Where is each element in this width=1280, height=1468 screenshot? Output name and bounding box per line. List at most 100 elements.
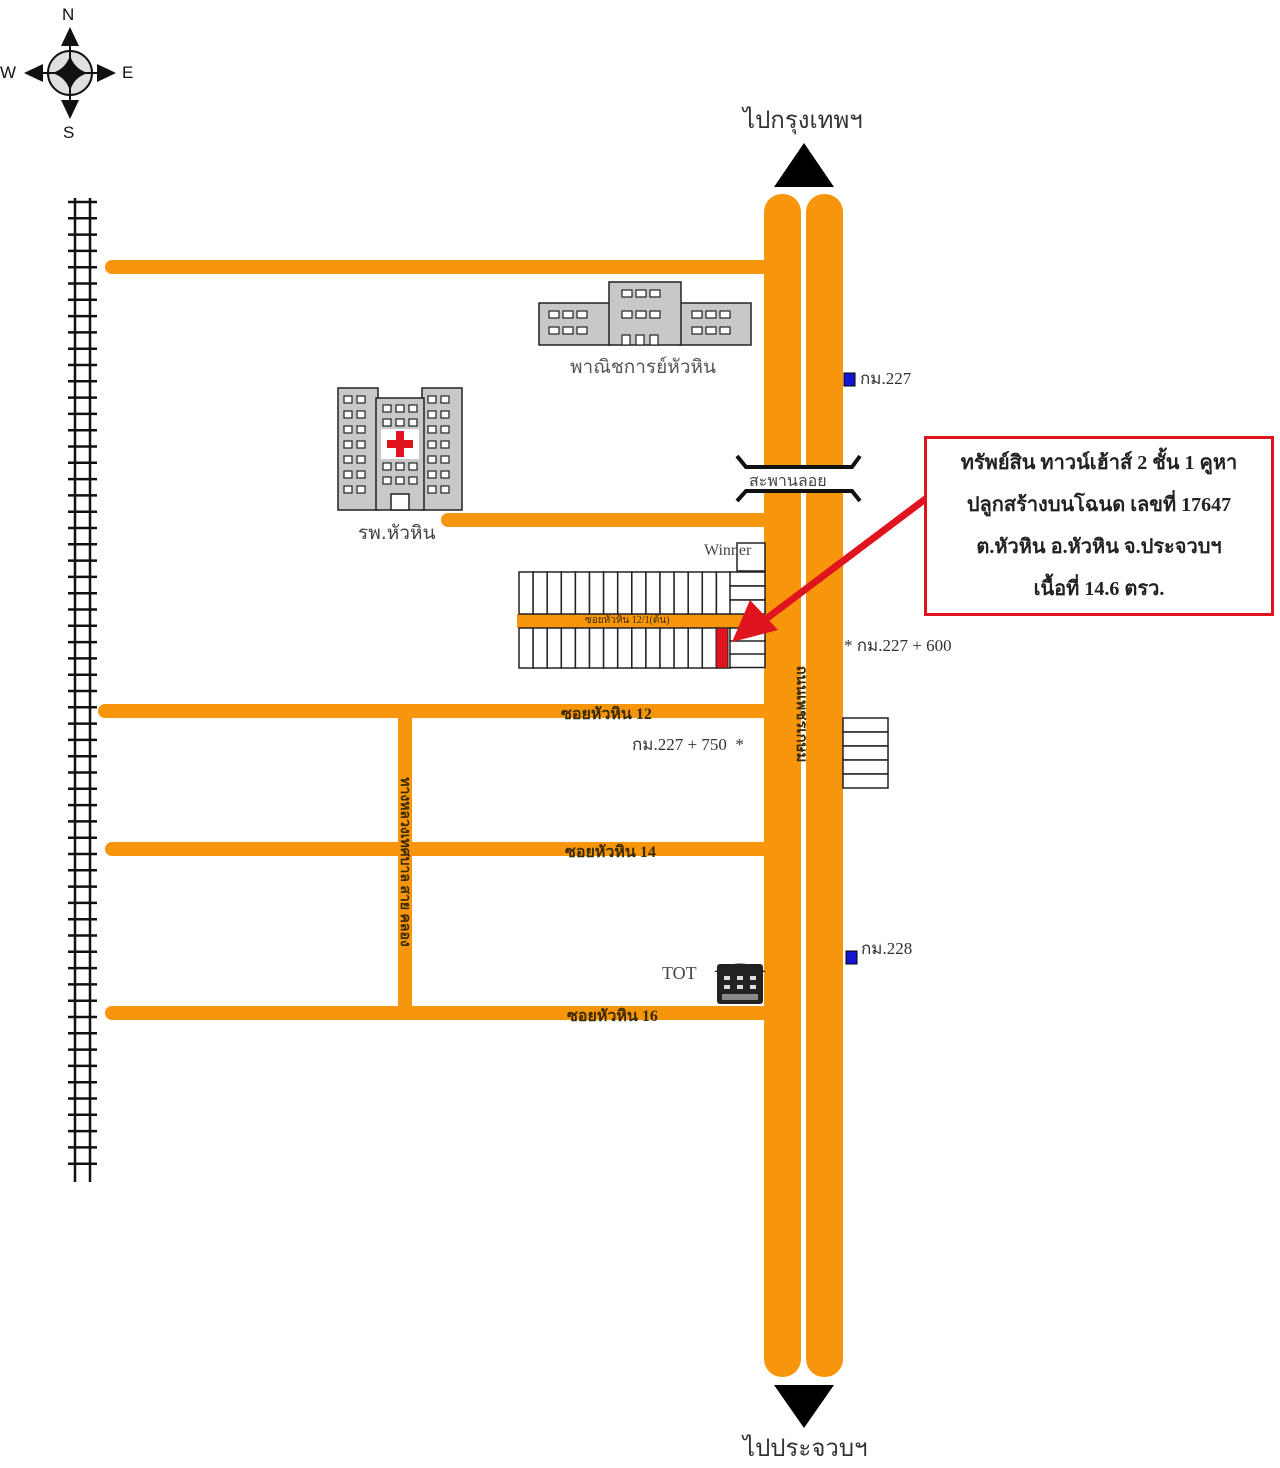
km227-600-text: กม.227 + 600 [856,636,952,655]
window [408,404,418,413]
km228-marker-icon [845,950,858,965]
window [356,485,366,494]
main-road-label: ถนนเพชรเกษม [793,665,809,763]
arrow-up-icon [774,143,834,187]
window [440,410,450,419]
townhouse-unit [631,571,647,615]
townhouse-unit [701,571,718,615]
window [395,476,405,485]
side-road-label: ทางหลวงเทศบาล สาย คลอง [397,777,412,947]
window [343,485,353,494]
townhouse-unit [560,627,577,669]
townhouse-unit [659,627,675,669]
window [408,462,418,471]
window [343,470,353,479]
window [427,395,437,404]
arrow-down-icon [774,1385,834,1428]
railway-track [68,198,97,1182]
compass-n-label: N [62,5,75,24]
townhouse-unit [546,627,563,669]
window [440,425,450,434]
east-buildings [842,717,889,789]
soi14-label: ซอยหัวหิน 14 [565,844,656,861]
window [382,418,392,427]
townhouse-unit [602,627,619,669]
townhouse-unit [574,627,591,669]
townhouse-unit [687,571,704,615]
callout-line: ทรัพย์สิน ทาวน์เฮ้าส์ 2 ชั้น 1 คูหา [960,452,1238,474]
townhouse-unit [729,640,766,656]
compass-e-label: E [122,63,134,82]
window [440,440,450,449]
tot-building-icon [714,963,766,1004]
window [408,476,418,485]
townhouse-unit [588,571,605,615]
townhouse-unit [518,627,534,669]
km227-750-label: กม.227 + 750 * [632,731,744,758]
window [382,476,392,485]
window [440,485,450,494]
window [427,425,437,434]
window [440,470,450,479]
window [427,440,437,449]
townhouse-unit [729,571,766,587]
property-callout-box: ทรัพย์สิน ทาวน์เฮ้าส์ 2 ชั้น 1 คูหา ปลูก… [924,436,1274,616]
window [395,462,405,471]
townhouse-unit [546,571,563,615]
townhouse-unit [701,627,718,669]
townhouse-unit [659,571,675,615]
window [356,470,366,479]
townhouse-unit [532,627,548,669]
property-pointer-arrow [732,494,931,642]
window [408,418,418,427]
townhouse-unit [602,571,619,615]
winner-building [736,542,766,572]
km228-label: กม.228 [861,939,913,958]
townhouse-unit [532,571,548,615]
window [343,425,353,434]
townhouse-unit [574,571,591,615]
winner-label: Winner [704,542,752,559]
window [395,404,405,413]
compass-w-label: W [0,63,17,82]
road-soi12-1 [517,614,767,628]
window [356,395,366,404]
window [356,455,366,464]
window [427,470,437,479]
townhouse-unit [729,653,766,669]
townhouse-unit [616,627,633,669]
km227-600-label: * กม.227 + 600 [844,632,952,659]
property-unit [715,627,729,669]
callout-line: ต.หัวหิน อ.หัวหิน จ.ประจวบฯ [976,536,1222,558]
window [440,455,450,464]
townhouse-unit [588,627,605,669]
townhouse-unit [518,571,534,615]
main-road [764,194,843,1377]
soi12-1-label: ซอยหัวหิน 12/1(ต้น) [585,615,670,626]
soi12-label: ซอยหัวหิน 12 [561,706,652,723]
townhouse-unit [687,627,704,669]
callout-line: เนื้อที่ 14.6 ตรว. [1033,578,1165,600]
townhouse-unit [560,571,577,615]
townhouse-unit [645,571,661,615]
window [440,395,450,404]
compass-rose-icon [24,27,116,119]
townhouse-unit [631,627,647,669]
window [427,485,437,494]
window [356,425,366,434]
to-bangkok-label: ไปกรุงเทพฯ [743,108,863,134]
townhouse-unit [729,585,766,601]
townhouse-unit [616,571,633,615]
window [343,410,353,419]
km227-marker-icon [843,372,856,387]
college-building-icon [538,281,752,346]
hospital-building-icon [337,387,463,511]
floating-bridge-icon [735,454,862,503]
soi16-label: ซอยหัวหิน 16 [567,1008,658,1025]
townhouse-unit [673,627,689,669]
bridge-label: สะพานลอย [749,471,827,490]
window [382,462,392,471]
to-prachuap-label: ไปประจวบฯ [743,1436,868,1462]
tot-label: TOT [662,963,697,983]
